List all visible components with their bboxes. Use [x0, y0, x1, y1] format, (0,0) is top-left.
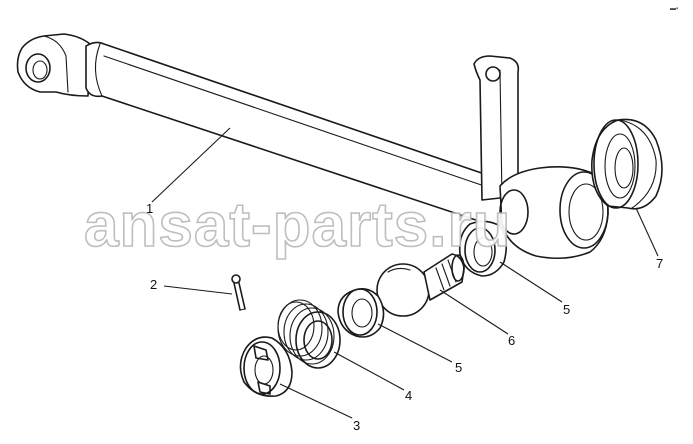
rod-eye-hole-inner: [32, 60, 48, 80]
rod-bracket-arm: [473, 55, 520, 201]
ball-pin: [376, 253, 465, 317]
washer-front: [337, 288, 385, 338]
cotter-pin: [231, 274, 246, 311]
rod-socket-opening: [559, 171, 609, 249]
washer-rear: [458, 220, 508, 277]
callout-washer-front: 5: [455, 360, 462, 375]
cap: [239, 336, 293, 398]
leader-7: [635, 207, 659, 257]
rod-assembly: [16, 33, 609, 260]
leader-1: [151, 127, 231, 203]
watermark-text: ansat-parts.ru: [84, 191, 511, 260]
leader-5-front: [377, 323, 453, 363]
callout-washer-rear: 5: [563, 302, 570, 317]
leader-4: [333, 351, 405, 391]
rod-eye-end: [16, 33, 91, 97]
rod-eye-hole: [25, 53, 51, 83]
leader-3: [279, 383, 353, 419]
rod-socket-bottom-opening: [499, 189, 529, 235]
callout-spring: 4: [405, 388, 412, 403]
rod-socket-housing: [499, 166, 609, 260]
leader-2: [163, 285, 233, 295]
spring: [277, 299, 341, 369]
callout-dust-boot: 7: [656, 256, 663, 271]
dust-boot: [591, 118, 663, 210]
leader-lines: [151, 127, 659, 419]
leader-6: [439, 289, 509, 335]
callout-ball-pin: 6: [508, 333, 515, 348]
corner-mark: ▬▪: [670, 6, 678, 12]
callout-cap: 3: [353, 418, 360, 433]
rod-socket-opening-inner: [568, 183, 604, 241]
callout-labels: 1 2 3 4 5 5 6 7: [146, 201, 663, 433]
leader-5-rear: [499, 261, 563, 303]
callout-rod: 1: [146, 201, 153, 216]
callout-cotter-pin: 2: [150, 277, 157, 292]
